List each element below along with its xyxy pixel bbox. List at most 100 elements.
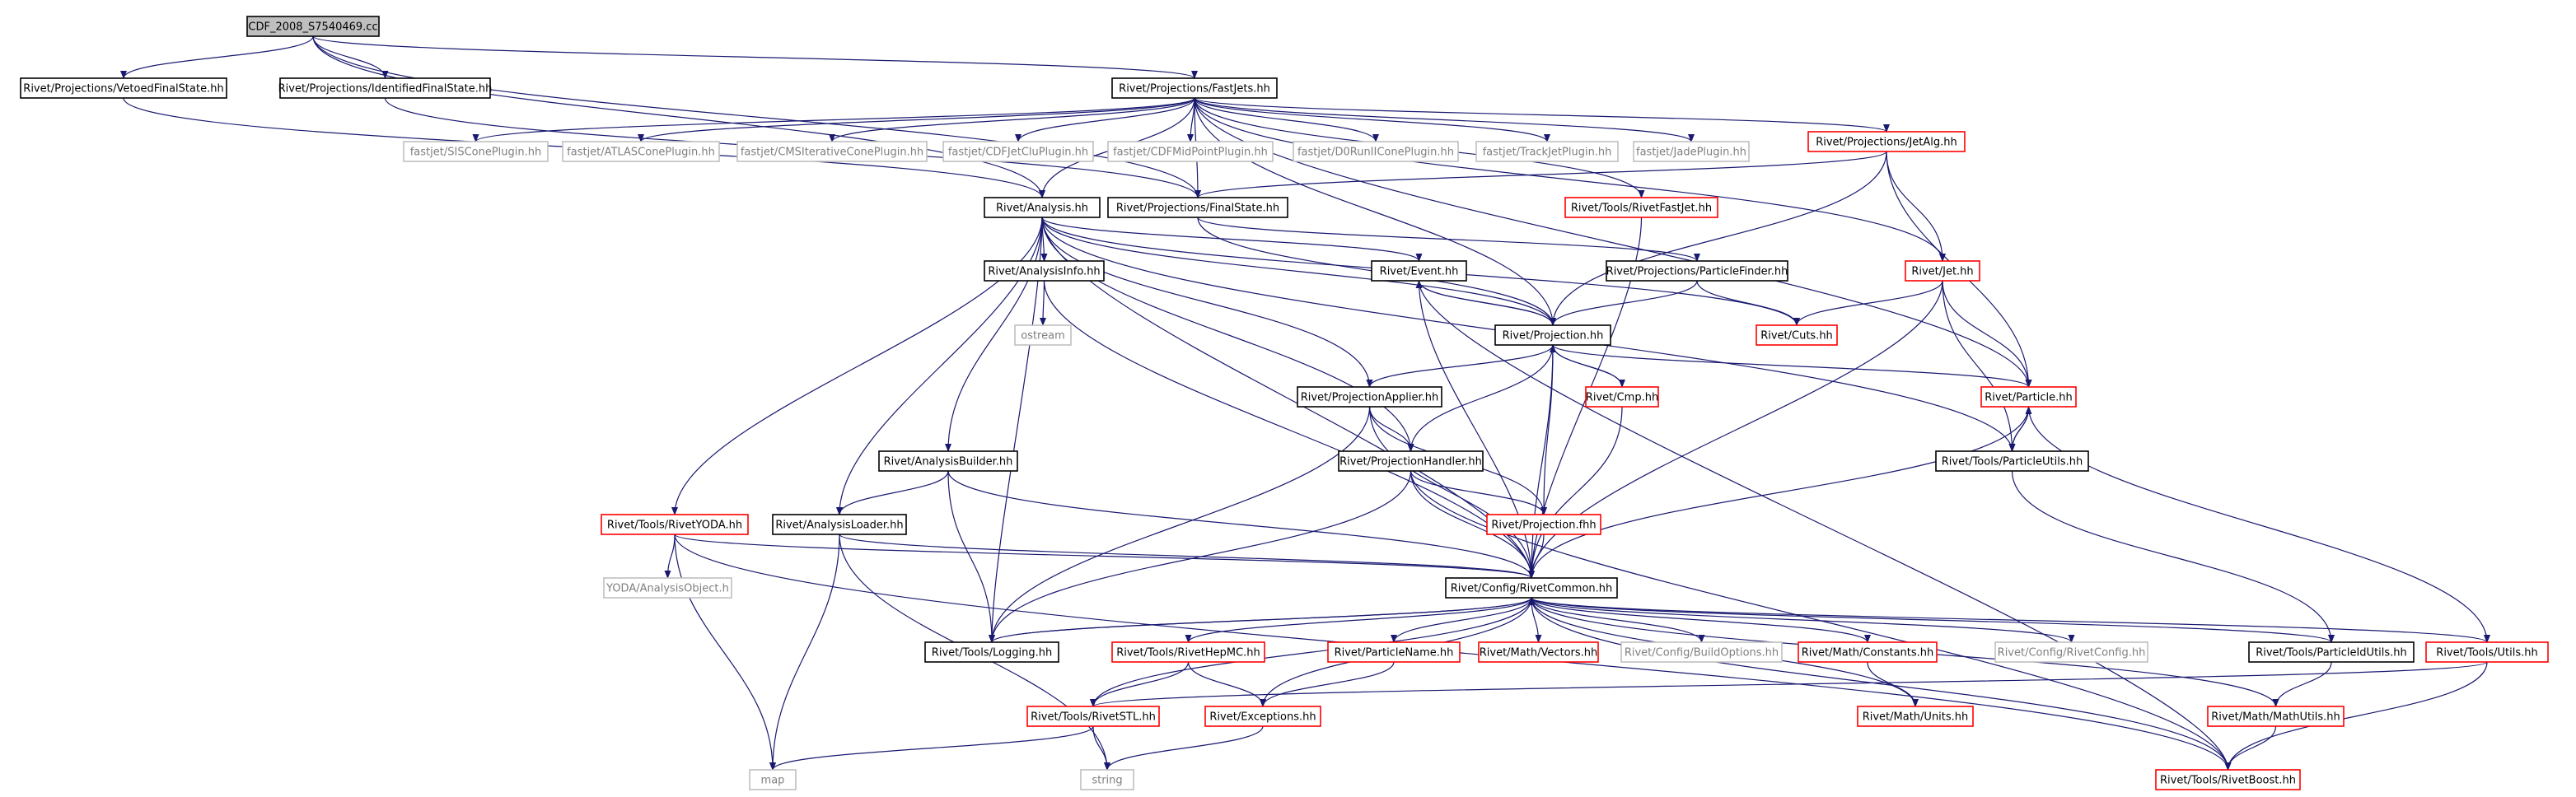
node-cmsiter[interactable]: fastjet/CMSIterativeConePlugin.hh	[736, 141, 928, 162]
node-analysis[interactable]: Rivet/Analysis.hh	[984, 197, 1101, 218]
node-box-jet[interactable]	[1905, 260, 1980, 282]
node-projapplier[interactable]: Rivet/ProjectionApplier.hh	[1297, 386, 1442, 408]
node-box-vetoed[interactable]	[20, 77, 227, 99]
node-box-buildoptions[interactable]	[1620, 641, 1783, 663]
node-box-root[interactable]	[246, 16, 380, 37]
node-rivetboost[interactable]: Rivet/Tools/RivetBoost.hh	[2155, 769, 2301, 790]
node-vetoed[interactable]: Rivet/Projections/VetoedFinalState.hh	[20, 77, 227, 99]
node-trackjet[interactable]: fastjet/TrackJetPlugin.hh	[1475, 141, 1619, 162]
node-ostream[interactable]: ostream	[1014, 324, 1072, 346]
node-box-rivetcommon[interactable]	[1445, 577, 1618, 599]
node-particlename[interactable]: Rivet/ParticleName.hh	[1327, 641, 1461, 663]
node-rivetstl[interactable]: Rivet/Tools/RivetSTL.hh	[1026, 706, 1160, 727]
node-constants[interactable]: Rivet/Math/Constants.hh	[1798, 641, 1938, 663]
node-box-identified[interactable]	[279, 77, 491, 99]
node-cmp[interactable]: Rivet/Cmp.hh	[1585, 386, 1659, 408]
node-box-analysisinfo[interactable]	[984, 260, 1105, 282]
node-siscone[interactable]: fastjet/SISConePlugin.hh	[403, 141, 549, 162]
node-box-string[interactable]	[1080, 769, 1134, 790]
node-box-exceptions[interactable]	[1204, 706, 1321, 727]
node-box-ostream[interactable]	[1014, 324, 1072, 346]
node-analysisloader[interactable]: Rivet/AnalysisLoader.hh	[772, 514, 907, 535]
node-analysisinfo[interactable]: Rivet/AnalysisInfo.hh	[984, 260, 1105, 282]
node-jade[interactable]: fastjet/JadePlugin.hh	[1633, 141, 1750, 162]
node-box-atlascone[interactable]	[562, 141, 720, 162]
node-box-finalstate[interactable]	[1107, 197, 1288, 218]
node-box-cmsiter[interactable]	[736, 141, 928, 162]
node-box-cuts[interactable]	[1756, 324, 1838, 346]
node-root[interactable]: CDF_2008_S7540469.cc	[246, 16, 380, 37]
node-string[interactable]: string	[1080, 769, 1134, 790]
node-box-jade[interactable]	[1633, 141, 1750, 162]
node-jet[interactable]: Rivet/Jet.hh	[1905, 260, 1980, 282]
node-box-particleutils[interactable]	[1935, 450, 2089, 472]
node-event[interactable]: Rivet/Event.hh	[1371, 260, 1467, 282]
node-box-yodaobj[interactable]	[603, 577, 732, 599]
node-box-siscone[interactable]	[403, 141, 549, 162]
node-box-cdfjetclu[interactable]	[942, 141, 1094, 162]
node-box-analysisbuilder[interactable]	[878, 450, 1018, 472]
node-particleutils[interactable]: Rivet/Tools/ParticleUtils.hh	[1935, 450, 2089, 472]
node-identified[interactable]: Rivet/Projections/IdentifiedFinalState.h…	[278, 77, 493, 99]
node-box-vectors[interactable]	[1478, 641, 1599, 663]
node-box-analysis[interactable]	[984, 197, 1101, 218]
node-units[interactable]: Rivet/Math/Units.hh	[1857, 706, 1974, 727]
node-buildoptions[interactable]: Rivet/Config/BuildOptions.hh	[1620, 641, 1783, 663]
node-box-projection[interactable]	[1494, 324, 1611, 346]
node-box-utils[interactable]	[2425, 641, 2549, 663]
node-box-rivetboost[interactable]	[2155, 769, 2301, 790]
node-exceptions[interactable]: Rivet/Exceptions.hh	[1204, 706, 1321, 727]
node-cuts[interactable]: Rivet/Cuts.hh	[1756, 324, 1838, 346]
node-box-logging[interactable]	[924, 641, 1059, 663]
node-box-jetalg[interactable]	[1807, 131, 1966, 152]
node-rivetyoda[interactable]: Rivet/Tools/RivetYODA.hh	[601, 514, 749, 535]
node-box-rivetconfig[interactable]	[1994, 641, 2148, 663]
node-vectors[interactable]: Rivet/Math/Vectors.hh	[1478, 641, 1599, 663]
node-jetalg[interactable]: Rivet/Projections/JetAlg.hh	[1807, 131, 1966, 152]
node-particlefinder[interactable]: Rivet/Projections/ParticleFinder.hh	[1606, 260, 1788, 282]
node-box-projectionfhh[interactable]	[1486, 514, 1601, 535]
node-projection[interactable]: Rivet/Projection.hh	[1494, 324, 1611, 346]
node-finalstate[interactable]: Rivet/Projections/FinalState.hh	[1107, 197, 1288, 218]
node-particle[interactable]: Rivet/Particle.hh	[1980, 386, 2077, 408]
node-box-constants[interactable]	[1798, 641, 1938, 663]
node-cdfmid[interactable]: fastjet/CDFMidPointPlugin.hh	[1107, 141, 1274, 162]
node-logging[interactable]: Rivet/Tools/Logging.hh	[924, 641, 1059, 663]
node-box-rivetyoda[interactable]	[601, 514, 749, 535]
node-projectionfhh[interactable]: Rivet/Projection.fhh	[1486, 514, 1601, 535]
node-box-event[interactable]	[1371, 260, 1467, 282]
node-atlascone[interactable]: fastjet/ATLASConePlugin.hh	[562, 141, 720, 162]
node-box-particleidutils[interactable]	[2248, 641, 2415, 663]
node-box-mathutils[interactable]	[2207, 706, 2345, 727]
node-box-rivethepmc[interactable]	[1111, 641, 1265, 663]
node-box-trackjet[interactable]	[1475, 141, 1619, 162]
node-rivetconfig[interactable]: Rivet/Config/RivetConfig.hh	[1994, 641, 2148, 663]
node-box-fastjets[interactable]	[1111, 77, 1278, 99]
node-box-particlename[interactable]	[1327, 641, 1461, 663]
node-box-rivetstl[interactable]	[1026, 706, 1160, 727]
node-yodaobj[interactable]: YODA/AnalysisObject.h	[603, 577, 732, 599]
node-utils[interactable]: Rivet/Tools/Utils.hh	[2425, 641, 2549, 663]
node-box-units[interactable]	[1857, 706, 1974, 727]
node-rivetfastjet[interactable]: Rivet/Tools/RivetFastJet.hh	[1564, 197, 1718, 218]
node-box-cmp[interactable]	[1585, 386, 1659, 408]
node-box-map[interactable]	[749, 769, 797, 790]
node-rivethepmc[interactable]: Rivet/Tools/RivetHepMC.hh	[1111, 641, 1265, 663]
node-map[interactable]: map	[749, 769, 797, 790]
node-box-particle[interactable]	[1980, 386, 2077, 408]
node-d0run[interactable]: fastjet/D0RunIIConePlugin.hh	[1293, 141, 1459, 162]
node-rivetcommon[interactable]: Rivet/Config/RivetCommon.hh	[1445, 577, 1618, 599]
node-box-cdfmid[interactable]	[1107, 141, 1274, 162]
node-box-analysisloader[interactable]	[772, 514, 907, 535]
node-cdfjetclu[interactable]: fastjet/CDFJetCluPlugin.hh	[942, 141, 1094, 162]
node-box-particlefinder[interactable]	[1606, 260, 1788, 282]
node-box-projapplier[interactable]	[1297, 386, 1442, 408]
node-fastjets[interactable]: Rivet/Projections/FastJets.hh	[1111, 77, 1278, 99]
node-particleidutils[interactable]: Rivet/Tools/ParticleIdUtils.hh	[2248, 641, 2415, 663]
node-analysisbuilder[interactable]: Rivet/AnalysisBuilder.hh	[878, 450, 1018, 472]
node-mathutils[interactable]: Rivet/Math/MathUtils.hh	[2207, 706, 2345, 727]
node-box-d0run[interactable]	[1293, 141, 1459, 162]
node-projhandler[interactable]: Rivet/ProjectionHandler.hh	[1338, 450, 1484, 472]
node-box-projhandler[interactable]	[1338, 450, 1484, 472]
node-box-rivetfastjet[interactable]	[1564, 197, 1718, 218]
